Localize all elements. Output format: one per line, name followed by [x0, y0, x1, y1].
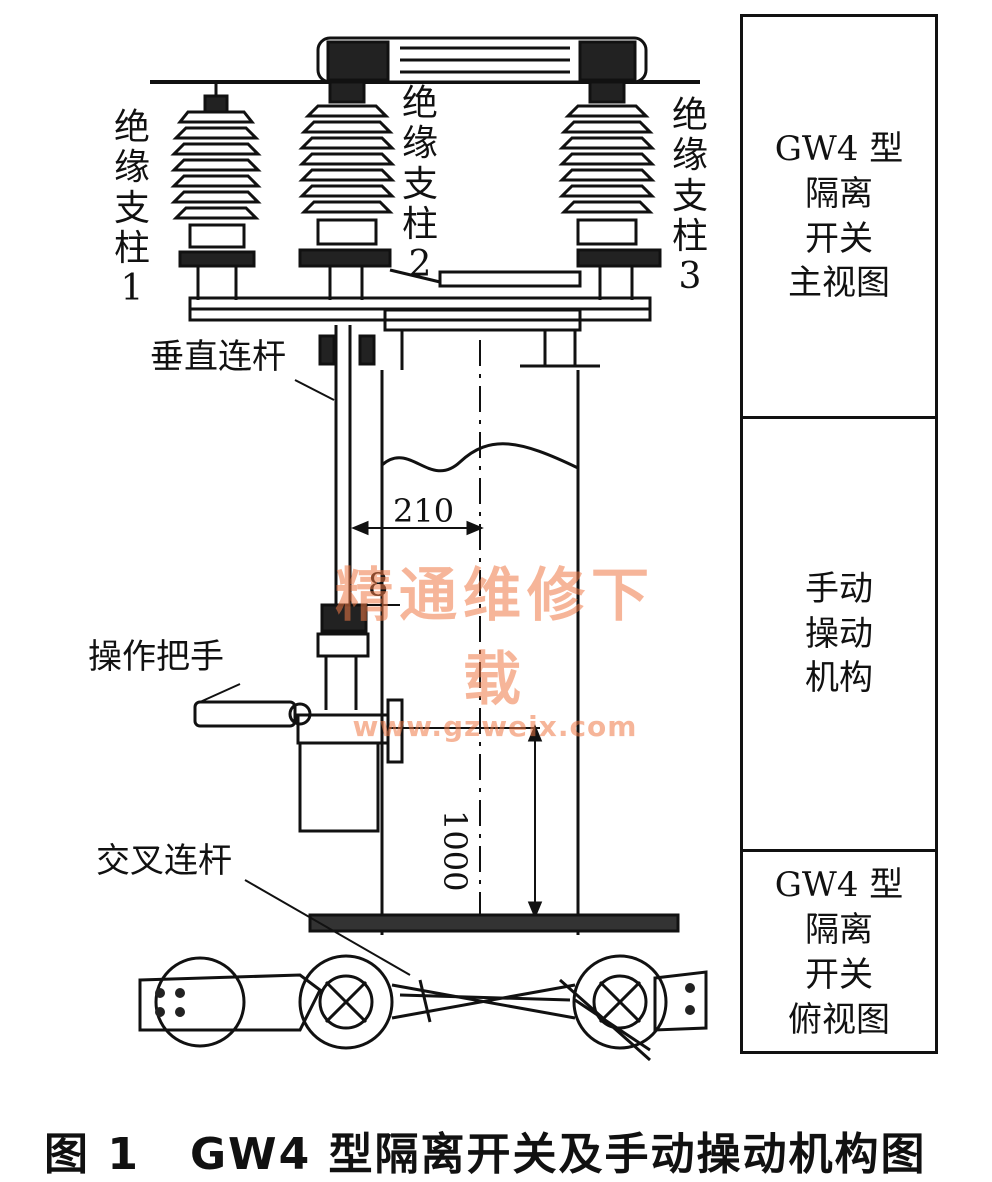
top-view-line-1: GW4 型: [774, 865, 904, 906]
vertical-link-label: 垂直连杆: [150, 337, 286, 377]
dimension-210: 210: [393, 492, 455, 530]
side-panel: GW4 型 隔离 开关 主视图 手动 操动 机构 GW4 型 隔离 开关 俯视图: [740, 14, 938, 1054]
manual-mechanism-line-1: 手动: [805, 568, 873, 609]
manual-mechanism-line-3: 机构: [805, 658, 873, 699]
dimension-1000: 1000: [436, 810, 474, 892]
manual-mechanism-line-2: 操动: [805, 613, 873, 654]
top-view-line-4: 俯视图: [788, 999, 890, 1040]
dimension-8: 8: [368, 566, 389, 604]
figure-number: 图 1: [44, 1129, 140, 1180]
insulator-3-drawing: [558, 80, 662, 300]
main-view-cell: GW4 型 隔离 开关 主视图: [743, 17, 935, 419]
insulator-1-drawing: [170, 82, 262, 300]
main-view-line-4: 主视图: [788, 263, 890, 304]
main-view-line-1: GW4 型: [774, 128, 904, 169]
figure-title: GW4 型隔离开关及手动操动机构图: [189, 1129, 927, 1180]
operating-handle-label: 操作把手: [88, 637, 224, 677]
top-view-line-2: 隔离: [805, 910, 873, 951]
insulator-2-drawing: [298, 80, 441, 300]
top-view-cell: GW4 型 隔离 开关 俯视图: [743, 852, 935, 1054]
cross-link-label: 交叉连杆: [96, 841, 232, 881]
main-view-line-3: 开关: [805, 218, 873, 259]
figure-caption: 图 1 GW4 型隔离开关及手动操动机构图: [44, 1118, 927, 1182]
main-view-line-2: 隔离: [805, 173, 873, 214]
top-view-line-3: 开关: [805, 955, 873, 995]
manual-mechanism-cell: 手动 操动 机构: [743, 419, 935, 852]
